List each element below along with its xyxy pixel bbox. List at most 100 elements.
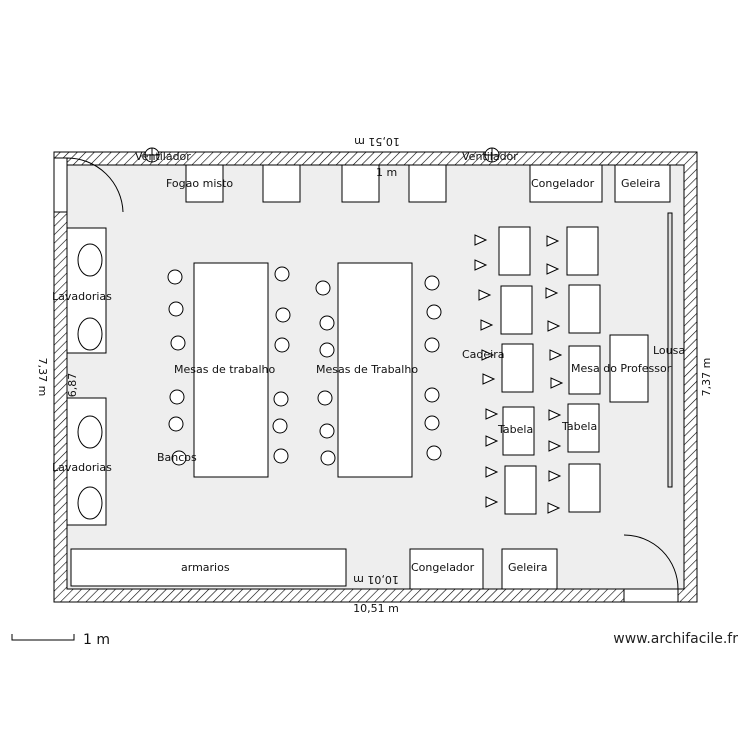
- stool: [319, 342, 335, 358]
- sink-basin: [77, 317, 103, 351]
- student-desk: [501, 343, 534, 393]
- board: [667, 212, 673, 488]
- chair-icon: [545, 287, 559, 299]
- chair-icon: [548, 470, 562, 482]
- top-counters: [185, 164, 671, 203]
- stool: [274, 266, 290, 282]
- fridge-top: [614, 164, 671, 203]
- student-desk: [498, 226, 531, 276]
- dim-top-outer: 10,51 m: [354, 135, 400, 148]
- chair-icon: [548, 409, 562, 421]
- dim-bottom-outer: 10,51 m: [353, 602, 399, 615]
- chairs: [474, 234, 564, 514]
- student-desk: [502, 406, 535, 456]
- stool: [273, 448, 289, 464]
- stool: [170, 335, 186, 351]
- counter-box-2: [341, 164, 380, 203]
- stool: [171, 450, 187, 466]
- stool: [319, 315, 335, 331]
- fan-left-icon: [144, 147, 160, 163]
- student-desk: [567, 403, 600, 453]
- dim-bottom-inner: 10,01 m: [353, 573, 399, 586]
- fridge-bottom: [501, 548, 558, 590]
- dim-left-inner: 6,87: [66, 373, 79, 398]
- chair-icon: [485, 408, 499, 420]
- chair-icon: [480, 319, 494, 331]
- watermark: www.archifacile.fr: [613, 631, 738, 647]
- stool: [320, 450, 336, 466]
- stool: [424, 387, 440, 403]
- workbench-right-label: Mesas de Trabalho: [316, 363, 418, 376]
- scale-bar-line: [11, 634, 75, 641]
- fan-right-icon: [484, 147, 500, 163]
- chair-icon: [547, 502, 561, 514]
- chair-icon: [546, 263, 560, 275]
- sink-basin: [77, 243, 103, 277]
- chair-icon: [474, 259, 488, 271]
- counter-box-1: [262, 164, 301, 203]
- freezer-bottom: [409, 548, 484, 590]
- stool: [424, 275, 440, 291]
- stool: [168, 416, 184, 432]
- stool: [424, 337, 440, 353]
- sinks-bottom: [66, 397, 107, 526]
- cabinets-label: armarios: [181, 561, 230, 574]
- workbench-right: [337, 262, 413, 478]
- teacher-desk: [609, 334, 649, 403]
- teacher-desk-label: Mesa do Professor: [571, 362, 672, 375]
- student-desk: [566, 226, 599, 276]
- door-leaf: [623, 588, 679, 603]
- labels: Ventilador Ventilador Fogao misto Congel…: [52, 150, 685, 574]
- stool: [167, 269, 183, 285]
- chair-icon: [550, 377, 564, 389]
- scale-bar-label: 1 m: [83, 632, 110, 648]
- stools-label: Bancos: [157, 451, 197, 464]
- door-bottom-right: [623, 534, 679, 603]
- stools: [167, 266, 442, 466]
- scale-bar: 1 m: [11, 632, 110, 648]
- cabinets: [70, 548, 347, 587]
- chair-icon: [478, 289, 492, 301]
- student-desk: [568, 345, 601, 395]
- stool: [275, 307, 291, 323]
- sink-basin: [77, 415, 103, 449]
- student-desk: [504, 465, 537, 515]
- chair-icon: [546, 235, 560, 247]
- workbench-left: [193, 262, 269, 478]
- table-left-label: Tabela: [497, 423, 533, 436]
- sinks-bottom-label: Lavadorias: [52, 461, 112, 474]
- door-top-left: [53, 157, 124, 213]
- table-right-label: Tabela: [561, 420, 597, 433]
- stool: [272, 418, 288, 434]
- student-desks: [498, 226, 601, 515]
- fan-left-label: Ventilador: [135, 150, 191, 163]
- freezer-bottom-label: Congelador: [411, 561, 475, 574]
- stool: [426, 304, 442, 320]
- stove-label: Fogao misto: [166, 177, 233, 190]
- freezer-top: [529, 164, 603, 203]
- sinks-top: [66, 227, 107, 354]
- chair-icon: [548, 440, 562, 452]
- student-desk: [568, 284, 601, 334]
- chair-icon: [549, 349, 563, 361]
- stool: [273, 391, 289, 407]
- chair-icon: [482, 373, 496, 385]
- stool: [315, 280, 331, 296]
- stool: [274, 337, 290, 353]
- stove: [185, 164, 224, 203]
- stool: [168, 301, 184, 317]
- chair-icon: [481, 349, 495, 361]
- chair-icon: [474, 234, 488, 246]
- chair-icon: [485, 496, 499, 508]
- freezer-top-label: Congelador: [531, 177, 595, 190]
- stool: [319, 423, 335, 439]
- chair-label: Cadeira: [462, 348, 505, 361]
- stool: [169, 389, 185, 405]
- door-leaf: [53, 157, 68, 213]
- counter-box-3: [408, 164, 447, 203]
- dimensions: 10,51 m 1 m 10,01 m 10,51 m 7,37 m 6,87 …: [36, 135, 713, 615]
- sink-basin: [77, 486, 103, 520]
- dim-left-outer: 7,37 m: [36, 358, 49, 397]
- stool: [426, 445, 442, 461]
